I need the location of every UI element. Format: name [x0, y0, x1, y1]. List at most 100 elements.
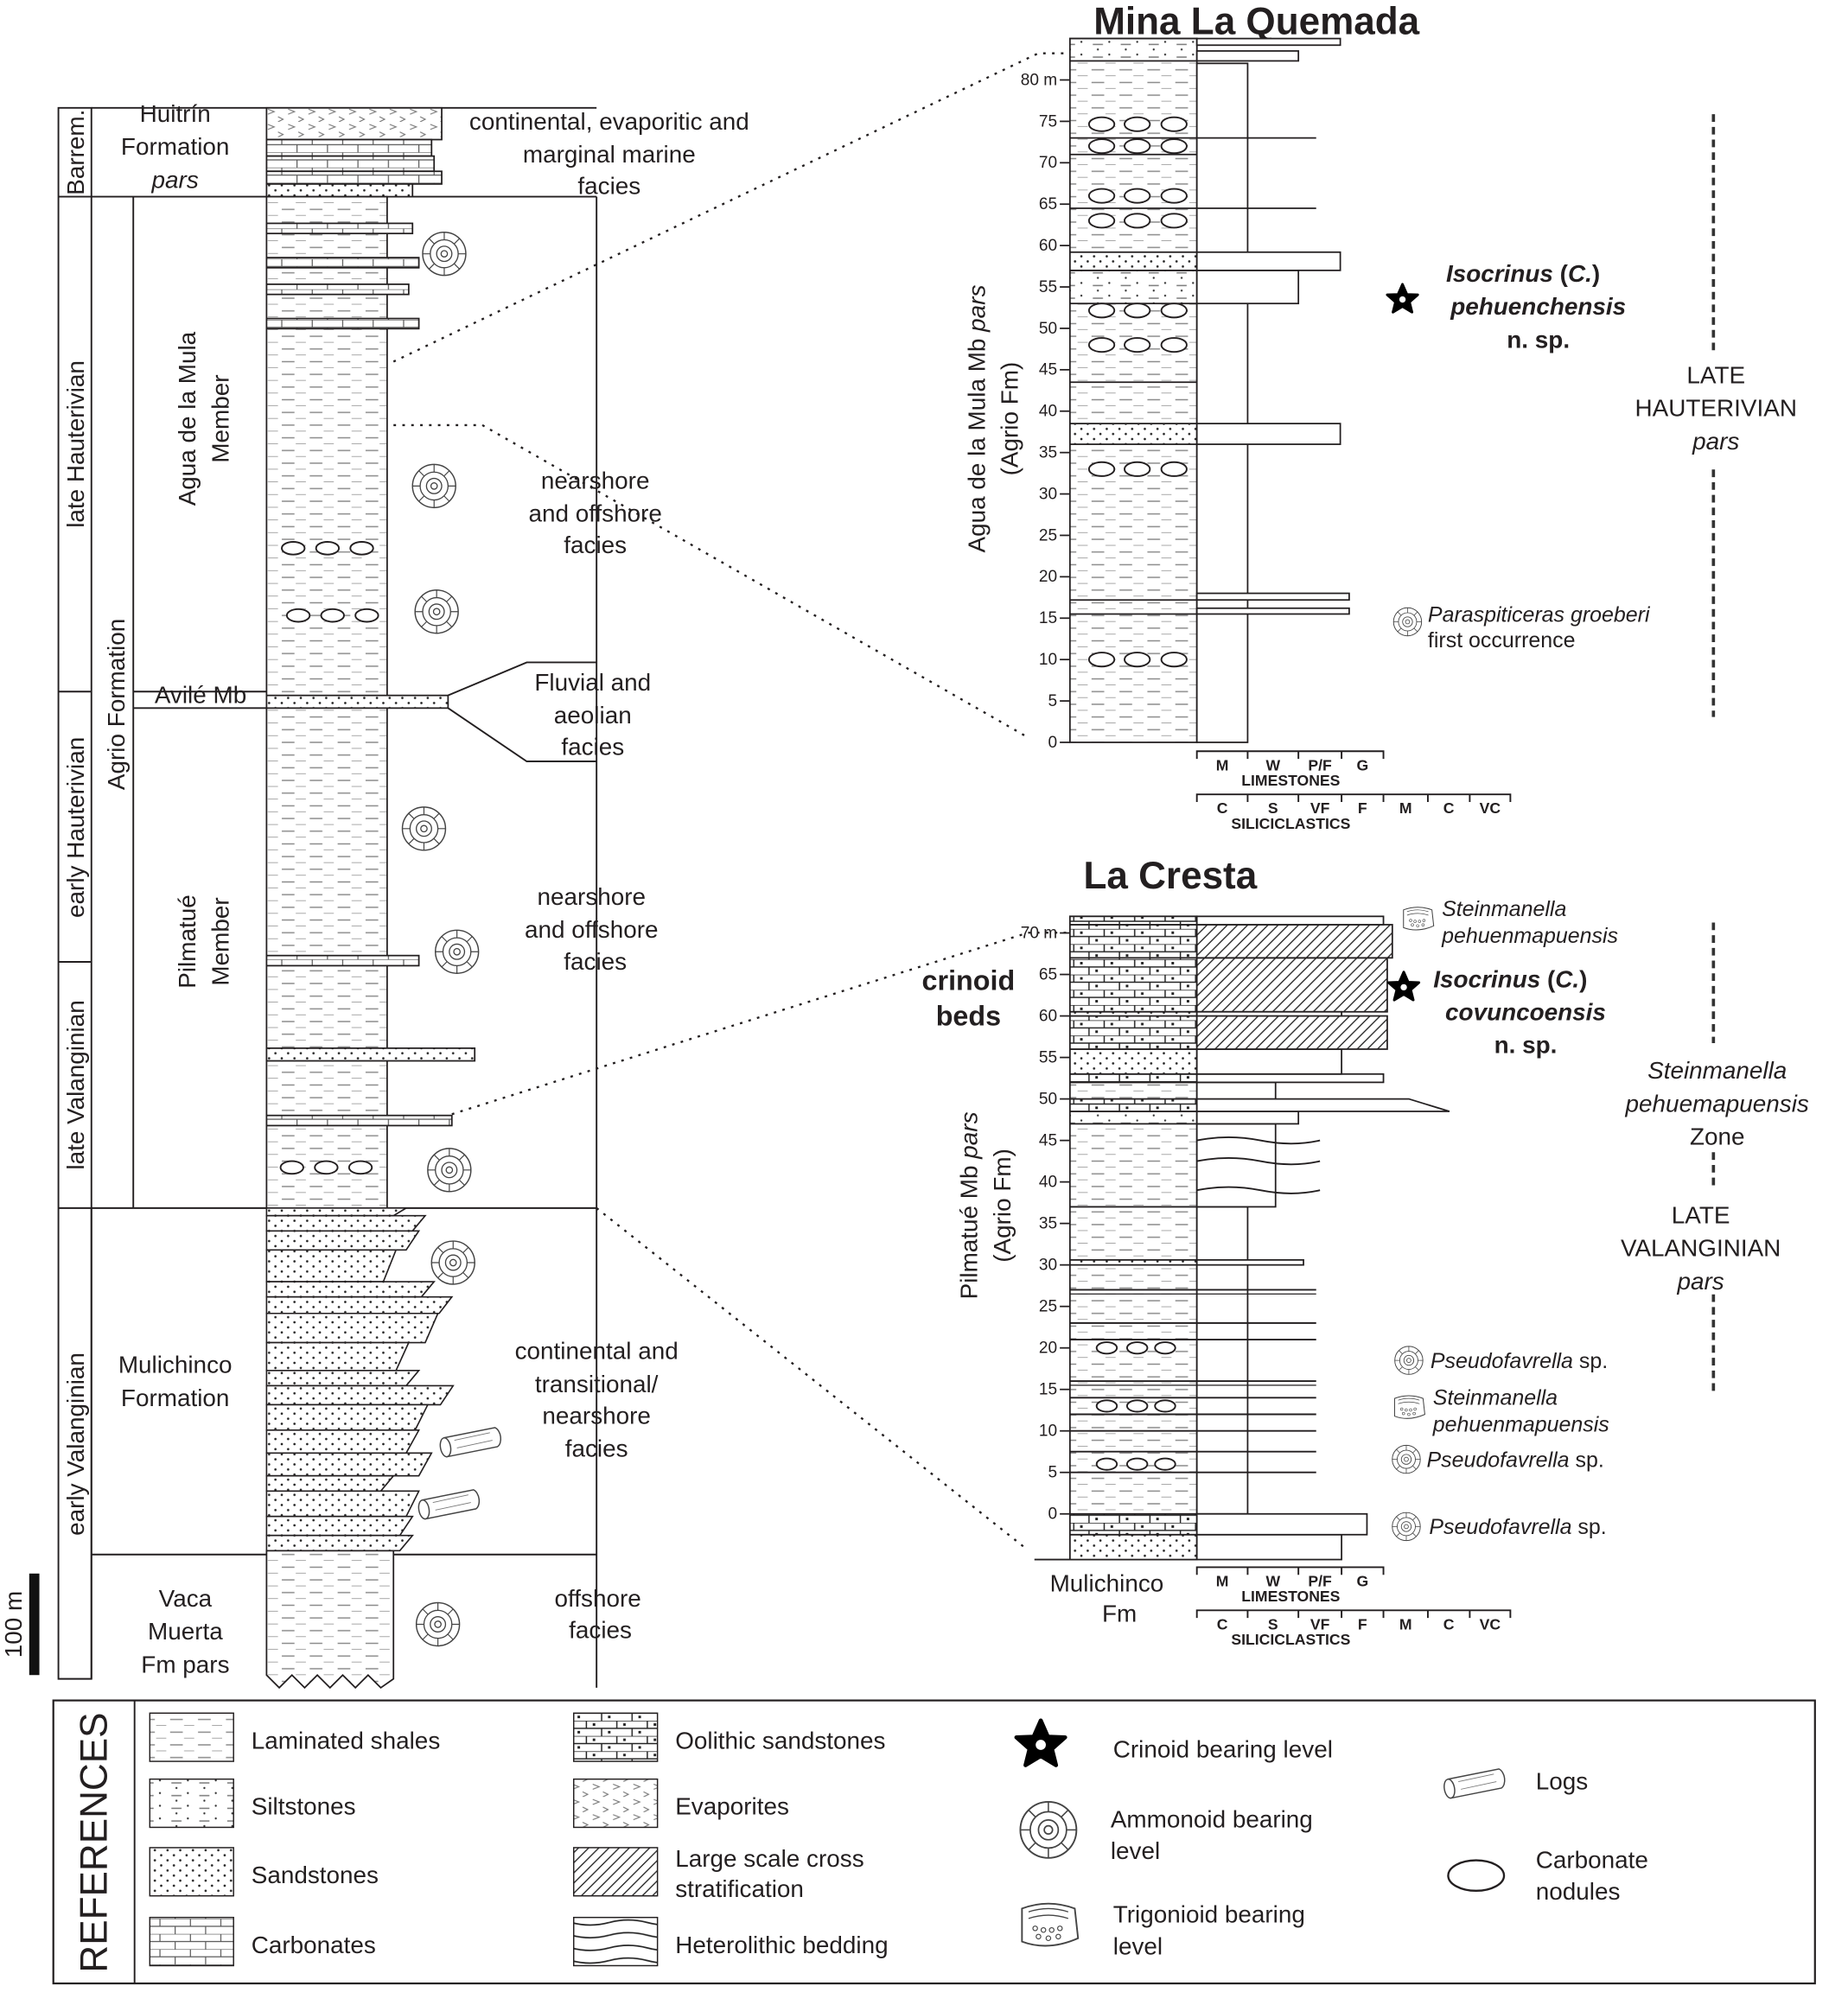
nodule-icon	[1087, 138, 1116, 155]
facies-connector	[447, 661, 597, 762]
facies-text: facies	[569, 1617, 632, 1644]
mina-title: Mina La Quemada	[1093, 1, 1419, 43]
nodule-icon	[1160, 138, 1188, 155]
facies-text: and offshore	[525, 916, 658, 943]
legend: REFERENCES Laminated shalesSiltstonesSan…	[52, 1699, 1816, 1985]
grain-size-label: P/F	[1308, 1572, 1332, 1589]
tick-label: 50	[1039, 1090, 1057, 1108]
nodule-icon	[1087, 116, 1116, 132]
nodule-icon	[1124, 302, 1151, 319]
star-icon	[1386, 283, 1419, 314]
shale-swatch	[149, 1712, 234, 1762]
log-icon	[417, 1489, 481, 1521]
heterolithic-bedding	[1196, 1186, 1321, 1194]
sandstone-bed	[1068, 1048, 1198, 1075]
sandstone-bed	[1068, 1533, 1198, 1561]
tick-label: 40	[1039, 403, 1057, 421]
mina-ammonoid-label: first occurrence	[1428, 628, 1576, 652]
limestone-bed	[265, 1114, 453, 1127]
mina-ammonoid-label: Paraspiticeras groeberi	[1428, 602, 1651, 627]
trigonioid-icon	[1393, 1395, 1425, 1419]
grain-size-label: W	[1265, 1572, 1280, 1589]
pilmatue-label: Member	[207, 897, 233, 985]
log-icon	[1442, 1768, 1506, 1800]
tick-label: 20	[1039, 568, 1057, 586]
limestone-scale	[1195, 1566, 1385, 1575]
correlation-line	[451, 932, 1070, 1116]
legend-title: REFERENCES	[73, 1713, 115, 1973]
tick-label: 65	[1039, 195, 1057, 213]
nodule-icon	[1124, 213, 1151, 229]
tick-label: 10	[1039, 651, 1057, 669]
cross-stratified-bed	[1195, 1015, 1388, 1050]
svg-text:covuncoensis: covuncoensis	[1445, 999, 1606, 1026]
nodule-icon	[349, 541, 374, 556]
legend-label: Heterolithic bedding	[675, 1932, 888, 1958]
grain-size-label: M	[1216, 1572, 1229, 1589]
pilmatue-label: Pilmatué	[174, 894, 201, 988]
tick-label: 5	[1048, 692, 1058, 710]
grain-profile	[1195, 1111, 1300, 1125]
regional-column	[57, 52, 1070, 1690]
grain-size-label: G	[1356, 1572, 1368, 1589]
cross-swatch	[573, 1847, 659, 1897]
ammonite-icon	[1392, 607, 1423, 637]
nodule-icon	[1087, 337, 1116, 353]
ammonite-icon	[430, 1240, 475, 1285]
grain-size-label: C	[1217, 799, 1228, 817]
tick-label: 25	[1039, 526, 1057, 544]
grain-size-label: G	[1356, 756, 1368, 773]
nodule-icon	[1095, 1399, 1118, 1413]
grain-size-label: C	[1443, 1615, 1455, 1633]
nodule-icon	[1124, 461, 1151, 477]
limestones-label: LIMESTONES	[1241, 772, 1340, 789]
correlation-line	[596, 1206, 1027, 1550]
age-late-hauterivian: late Hauterivian	[62, 360, 89, 528]
nodule-icon	[315, 541, 341, 556]
sandstone-wedge	[265, 1249, 398, 1283]
heterolithic-bedding	[1196, 1136, 1321, 1145]
tick-label: 35	[1039, 1215, 1057, 1233]
legend-label: Carbonates	[252, 1932, 376, 1958]
svg-text:beds: beds	[936, 1000, 1001, 1031]
trigonioid-icon	[1403, 907, 1435, 931]
log-icon	[437, 1427, 502, 1459]
tick-label: 40	[1039, 1173, 1057, 1191]
tick-label: 35	[1039, 444, 1057, 462]
facies-text: transitional/	[535, 1371, 659, 1397]
fossil-genus: Pseudofavrella	[1429, 1515, 1571, 1539]
zone-label: Steinmanella pehuemapuensis Zone	[1625, 1057, 1809, 1149]
svg-text:LATE: LATE	[1672, 1201, 1730, 1228]
ammonite-icon	[401, 806, 447, 851]
facies-text: facies	[564, 948, 627, 975]
facies-text: facies	[577, 173, 640, 200]
nodule-icon	[1087, 213, 1116, 229]
nodule-icon	[1160, 213, 1188, 229]
grain-size-label: F	[1358, 1615, 1367, 1633]
fossil-genus: Pseudofavrella	[1431, 1349, 1573, 1373]
tick-label: 45	[1039, 1131, 1057, 1149]
svg-text:pars: pars	[1677, 1268, 1724, 1295]
siliciclastics-scale	[1195, 793, 1512, 802]
carbonate-bed	[265, 138, 433, 157]
nodule-icon	[1124, 138, 1151, 155]
nodule-icon	[1124, 116, 1151, 132]
nodule-icon	[320, 608, 345, 623]
tick-label: 50	[1039, 320, 1057, 338]
nodule-icon	[354, 608, 379, 623]
fossil-species: sp.	[1570, 1448, 1604, 1472]
legend-label: nodules	[1536, 1878, 1621, 1905]
mina-unit-label: Agua de la Mula Mb pars	[963, 285, 990, 553]
sandstone-wedge	[265, 1312, 439, 1344]
svg-text:pehuemapuensis: pehuemapuensis	[1625, 1090, 1809, 1117]
nodule-icon	[1160, 116, 1188, 132]
mina-crinoid-label: Isocrinus (C.) pehuenchensis n. sp.	[1446, 260, 1626, 353]
scale-bar	[29, 1573, 40, 1676]
sandstone-wedge	[265, 1490, 420, 1518]
grain-size-label: P/F	[1308, 756, 1332, 773]
age-late-valanginian: late Valanginian	[62, 1000, 89, 1169]
trigonioid-icon	[1021, 1902, 1080, 1947]
formation-labels: Huitrín Formation pars Agrio Formation A…	[103, 100, 246, 1677]
